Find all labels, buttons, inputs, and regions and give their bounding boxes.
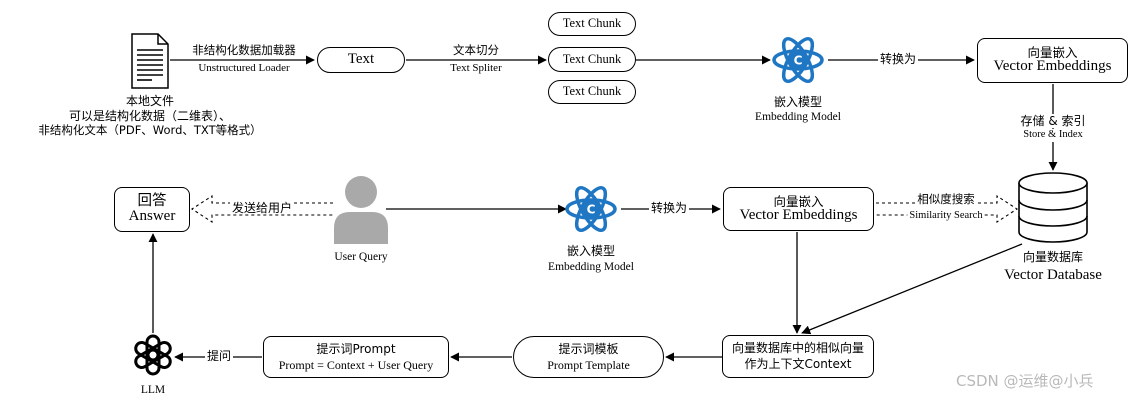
text-chunk-label: Text Chunk (562, 51, 622, 66)
similarity-arrow (876, 194, 1019, 224)
text-box-label: Text (347, 51, 375, 68)
embedding-mid-zh: 嵌入模型 (566, 244, 616, 258)
vector-mid-en: Vector Embeddings (739, 206, 858, 223)
answer-box: 回答 Answer (114, 187, 190, 232)
embedding-model-icon: C (565, 185, 617, 233)
answer-zh: 回答 (137, 193, 167, 210)
vector-top-en: Vector Embeddings (993, 58, 1112, 75)
document-icon (131, 33, 169, 89)
text-chunk-2: Text Chunk (548, 47, 636, 72)
loader-label-zh: 非结构化数据加载器 (192, 43, 296, 57)
text-chunk-label: Text Chunk (562, 84, 622, 99)
store-label-zh: 存储 & 索引 (1018, 114, 1088, 128)
svg-text:C: C (794, 54, 803, 68)
vector-mid-zh: 向量嵌入 (773, 193, 824, 209)
document-desc-line2: 非结构化文本（PDF、Word、TXT等格式） (38, 123, 262, 137)
context-box: 向量数据库中的相似向量 作为上下文Context (722, 335, 874, 378)
embedding-top-en: Embedding Model (755, 111, 841, 123)
template-zh: 提示词模板 (558, 341, 619, 356)
svg-text:C: C (587, 203, 596, 217)
prompt-box: 提示词Prompt Prompt = Context + User Query (263, 336, 449, 378)
database-label-en: Vector Database (1004, 267, 1102, 283)
prompt-en: Prompt = Context + User Query (278, 357, 434, 372)
embedding-model-icon: C (772, 36, 824, 84)
database-icon (1018, 172, 1088, 243)
splitter-label-zh: 文本切分 (453, 43, 499, 57)
text-chunk-1: Text Chunk (548, 12, 636, 36)
database-label-zh: 向量数据库 (1022, 250, 1084, 264)
send-to-user-label: 发送给用户 (229, 201, 295, 215)
document-desc-line1: 可以是结构化数据（二维表）、 (68, 109, 232, 123)
openai-logo-icon (134, 334, 172, 376)
splitter-label-en: Text Spliter (450, 62, 502, 74)
llm-label: LLM (140, 384, 166, 396)
ask-label: 提问 (204, 349, 234, 363)
watermark: CSDN @运维@小兵 (956, 372, 1094, 390)
vector-embeddings-mid: 向量嵌入 Vector Embeddings (723, 187, 874, 231)
user-icon (334, 176, 388, 244)
answer-en: Answer (128, 208, 176, 225)
text-box: Text (317, 47, 405, 73)
arrow-database-context (801, 243, 1023, 335)
context-line1: 向量数据库中的相似向量 (731, 341, 864, 356)
convert-mid-label: 转换为 (648, 201, 690, 215)
store-label-en: Store & Index (1021, 129, 1085, 142)
vector-top-zh: 向量嵌入 (1027, 45, 1078, 61)
convert-top-label: 转换为 (877, 52, 919, 66)
text-chunk-3: Text Chunk (548, 80, 636, 104)
context-line2: 作为上下文Context (744, 357, 852, 371)
embedding-mid-en: Embedding Model (548, 261, 634, 273)
loader-label-en: Unstructured Loader (198, 62, 290, 74)
prompt-zh: 提示词Prompt (316, 341, 396, 356)
template-en: Prompt Template (547, 357, 630, 372)
similarity-label-en: Similarity Search (907, 210, 985, 222)
prompt-template-box: 提示词模板 Prompt Template (513, 336, 664, 378)
embedding-top-zh: 嵌入模型 (773, 95, 823, 109)
vector-embeddings-top: 向量嵌入 Vector Embeddings (977, 38, 1128, 83)
user-query-label: User Query (334, 251, 388, 263)
text-chunk-label: Text Chunk (562, 16, 622, 31)
similarity-label-zh: 相似度搜索 (915, 192, 977, 206)
document-label: 本地文件 (125, 94, 175, 108)
send-to-user-arrow (190, 194, 333, 224)
